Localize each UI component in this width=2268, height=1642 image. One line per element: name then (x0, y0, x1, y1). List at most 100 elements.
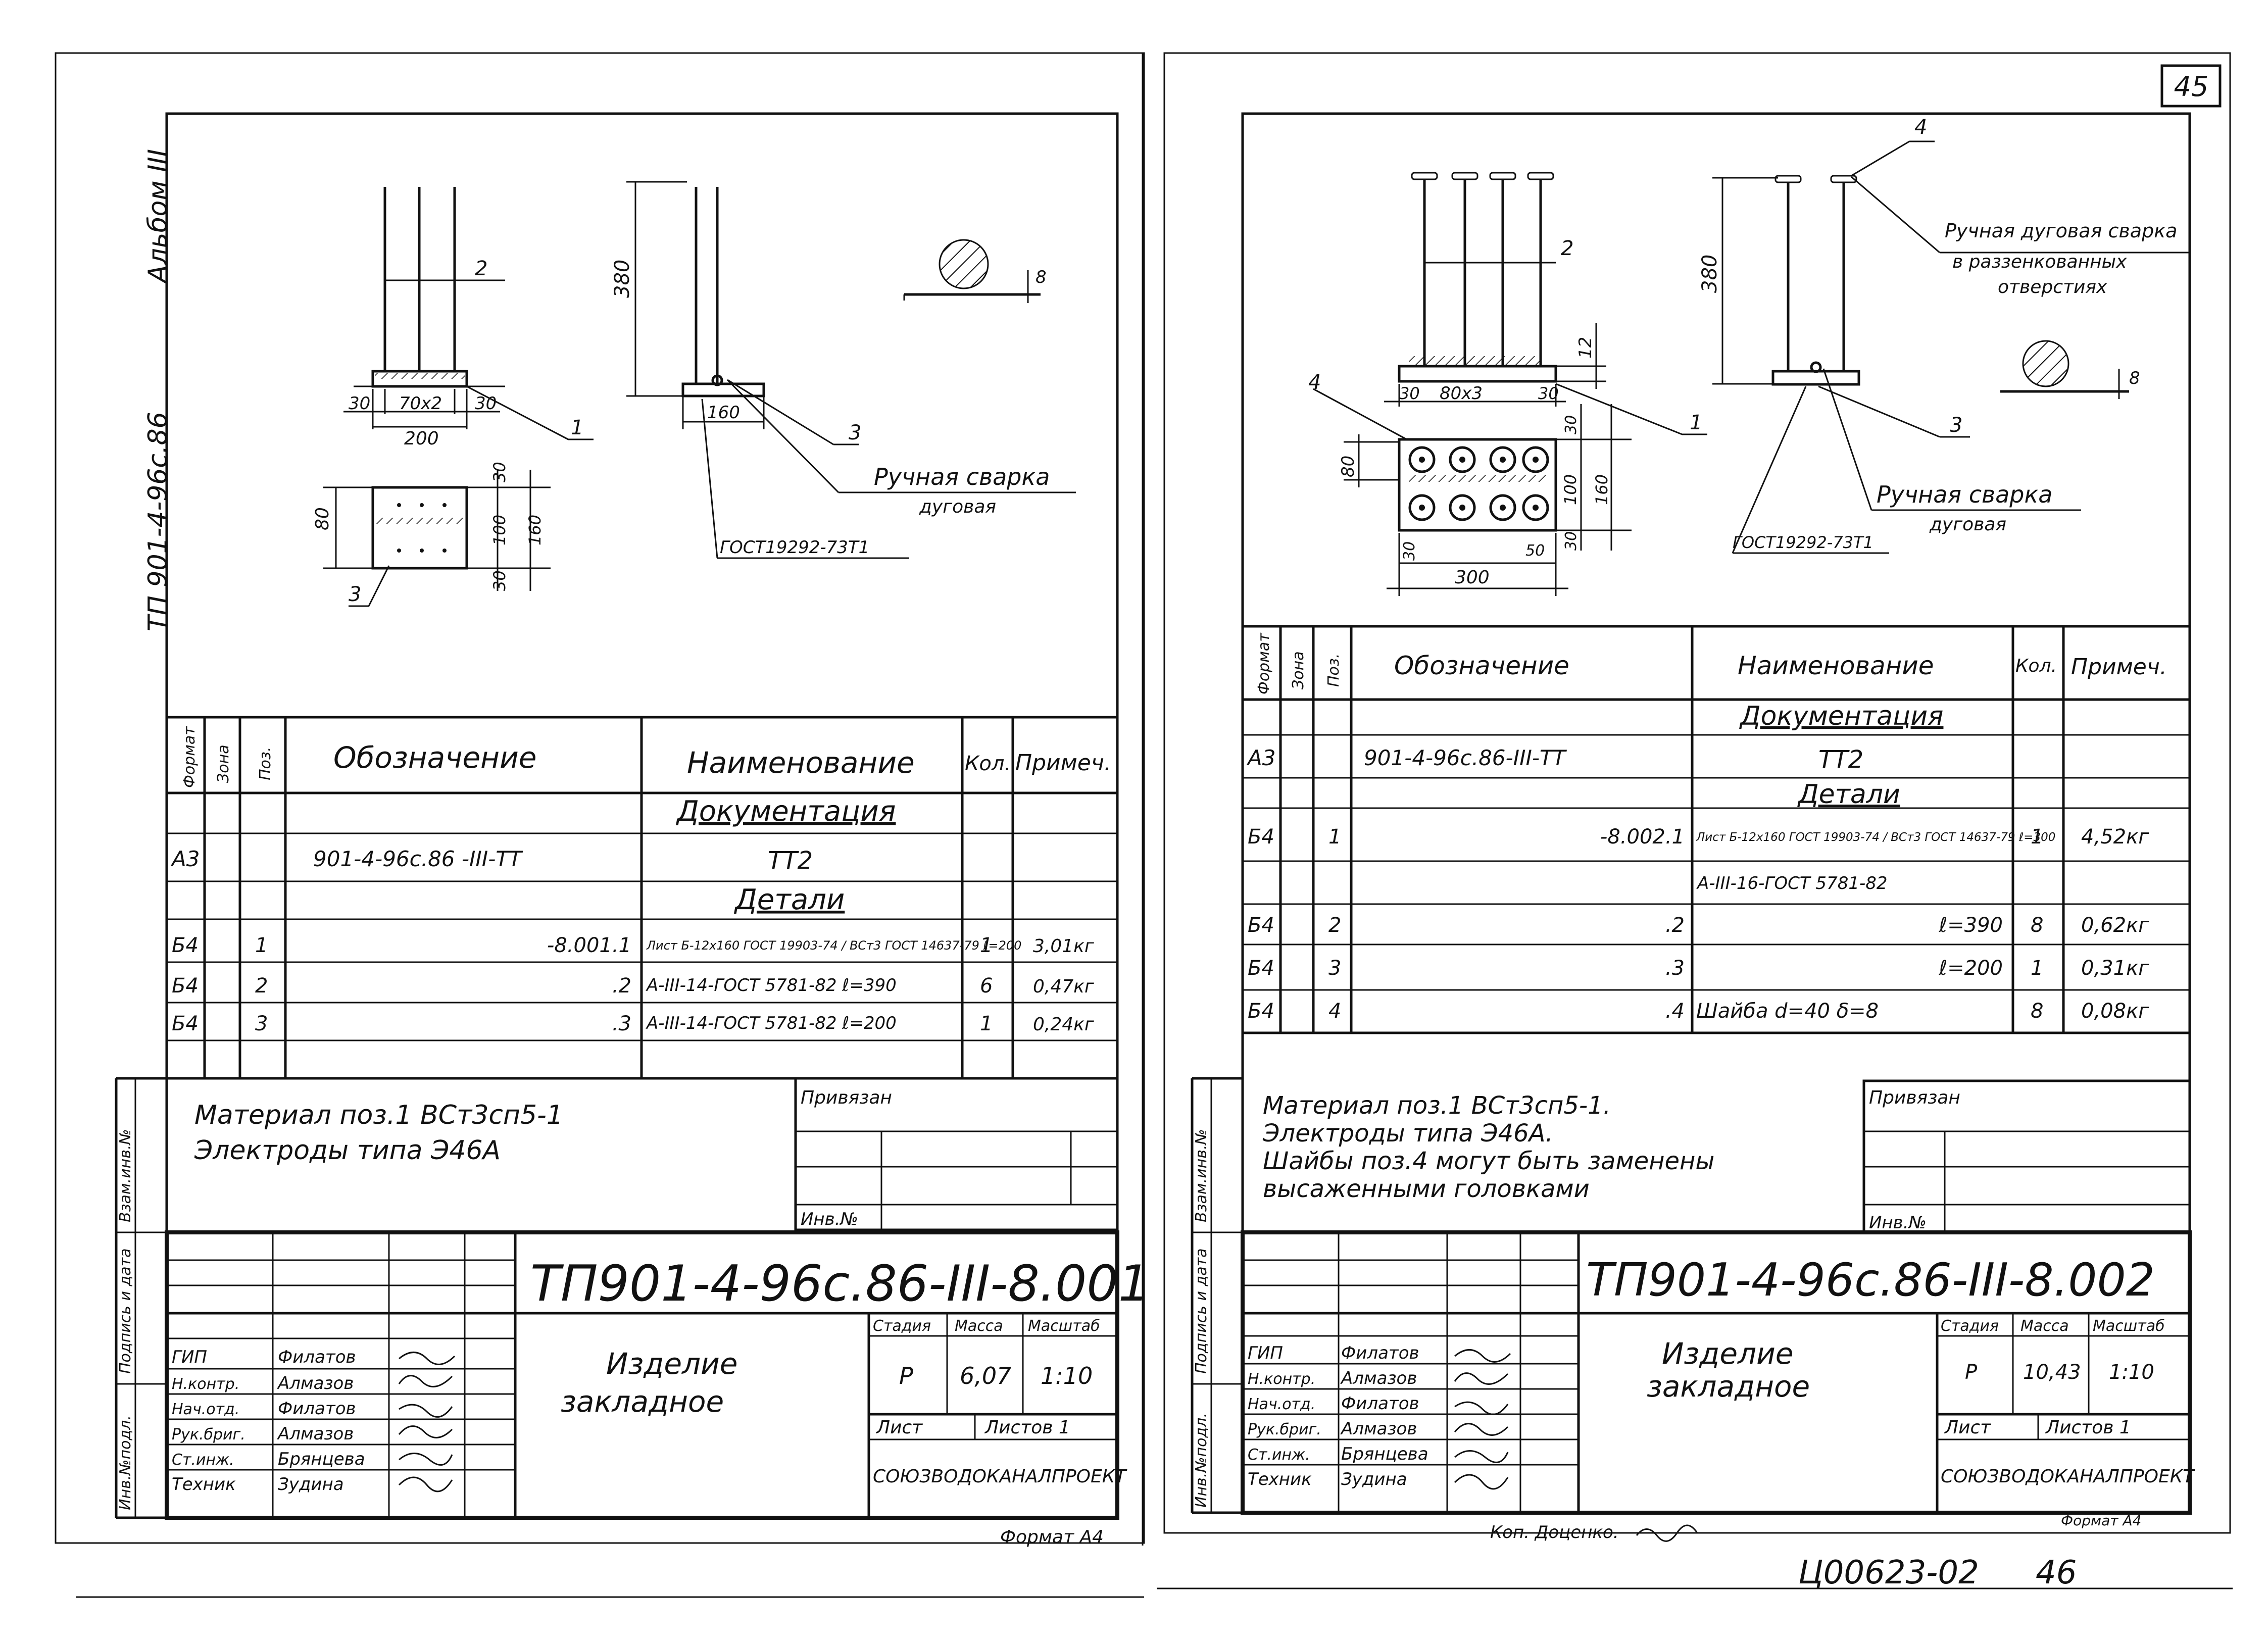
left-th-name: Наименование (687, 745, 915, 780)
right-th-zone: Зона (1290, 651, 1307, 689)
left-sheet: Взам.инв.№ Подпись и дата Инв.№подл. 30 … (115, 112, 1150, 1548)
left-th-note: Примеч. (1015, 750, 1111, 776)
album-label: Альбом III (143, 149, 173, 284)
svg-text:3: 3 (255, 1012, 268, 1035)
left-privyazan: Привязан (801, 1087, 892, 1108)
left-privyazan-box: Привязан Инв.№ (794, 1077, 1119, 1231)
left-pos3b: 3 (349, 583, 361, 606)
svg-text:6: 6 (980, 974, 993, 998)
left-name-2: Филатов (278, 1399, 356, 1419)
left-note-1: Материал поз.1 ВСт3сп5-1 (194, 1100, 563, 1130)
table-row: Б4 4 .4 Шайба d=40 δ=8 8 0,08кг (1248, 1000, 2149, 1023)
table-row: Б4 3 .3 А-III-14-ГОСТ 5781-82 ℓ=200 1 0,… (172, 1012, 1095, 1035)
right-pos4top: 4 (1914, 116, 1927, 139)
right-drawing-code: ТП901-4-96с.86-III-8.002 (1586, 1254, 2155, 1307)
left-side-view: 380 160 3 Ручная сварка дуговая ГОСТ1929… (611, 181, 1076, 559)
right-plan-view: 80 30 100 160 30 30 50 300 (1338, 404, 1632, 596)
table-row: Б4 1 -8.001.1 Лист Б-12х160 ГОСТ 19903-7… (172, 934, 1095, 957)
table-row: Б4 1 -8.002.1 Лист Б-12х160 ГОСТ 19903-7… (1248, 825, 2149, 849)
right-section-parts: Детали (1797, 779, 1900, 810)
side-label-invpodl: Инв.№подл. (1193, 1413, 1210, 1508)
right-dim-30a: 30 (1399, 384, 1420, 403)
svg-text:0,62кг: 0,62кг (2081, 914, 2149, 937)
left-title-line2: закладное (561, 1384, 724, 1419)
right-name-0: Филатов (1341, 1343, 1419, 1363)
left-front-view: 30 70x2 30 200 2 1 (343, 187, 594, 449)
left-role-4: Ст.инж. (172, 1451, 234, 1469)
right-note-4: высаженными головками (1263, 1175, 1590, 1203)
left-section-docs: Документация (675, 795, 896, 828)
left-dim-100: 100 (490, 515, 509, 545)
svg-text:-8.001.1: -8.001.1 (547, 934, 631, 957)
left-dim-80: 80 (312, 507, 333, 530)
svg-text:ℓ=200: ℓ=200 (1939, 957, 2003, 980)
left-sheets-label: Листов 1 (984, 1417, 1070, 1438)
left-spec-table: Формат Зона Поз. Обозначение Наименовани… (165, 716, 1119, 1080)
left-dim-30d: 30 (490, 570, 509, 591)
right-weld-top1: Ручная дуговая сварка (1945, 220, 2177, 242)
sheet-frames (55, 52, 2233, 1598)
right-th-designation: Обозначение (1394, 651, 1569, 680)
side-label-invpodl: Инв.№подл. (117, 1415, 134, 1510)
right-th-qty: Кол. (2015, 656, 2057, 676)
right-copied-by: Коп. Доценко. (1490, 1522, 1619, 1543)
left-dim-160: 160 (707, 403, 740, 423)
signature-marks (1454, 1349, 1511, 1490)
side-label-vzam: Взам.инв.№ (117, 1129, 134, 1222)
left-weld-note: Ручная сварка (874, 463, 1050, 490)
right-weld-detail: 8 (2000, 340, 2140, 399)
left-dim-70x2: 70x2 (399, 393, 442, 414)
right-title-block: ТП901-4-96с.86-III-8.002 Изделие закладн… (1241, 1230, 2195, 1515)
svg-text:-8.002.1: -8.002.1 (1600, 825, 1685, 849)
right-weld-note: Ручная сварка (1877, 481, 2052, 508)
left-th-designation: Обозначение (333, 740, 536, 775)
left-role-3: Рук.бриг. (172, 1426, 245, 1444)
right-name-1: Алмазов (1340, 1368, 1417, 1388)
right-dim-30b: 30 (1538, 384, 1559, 403)
left-gost-label: ГОСТ19292-73Т1 (720, 537, 869, 558)
svg-text:2: 2 (1328, 914, 1341, 937)
svg-text:4: 4 (1328, 1000, 1341, 1023)
right-org: СОЮЗВОДОКАНАЛПРОЕКТ (1941, 1466, 2195, 1487)
side-label-vzam: Взам.инв.№ (1193, 1129, 1210, 1222)
right-weld-8: 8 (2129, 368, 2140, 388)
right-dim-30c: 30 (1562, 415, 1580, 434)
left-th-format: Формат (181, 726, 199, 788)
svg-text:А-III-14-ГОСТ 5781-82 ℓ=200: А-III-14-ГОСТ 5781-82 ℓ=200 (646, 1013, 897, 1033)
left-th-zone: Зона (215, 744, 232, 783)
svg-text:0,24кг: 0,24кг (1033, 1014, 1095, 1035)
left-th-pos: Поз. (257, 747, 274, 780)
left-dim-380: 380 (611, 260, 634, 298)
table-row: А-III-16-ГОСТ 5781-82 (1696, 873, 1888, 893)
right-pos3: 3 (1950, 414, 1962, 437)
left-stage: Р (899, 1362, 913, 1389)
signature-marks (398, 1352, 456, 1492)
right-gost-label: ГОСТ19292-73Т1 (1733, 533, 1873, 552)
svg-text:1: 1 (2031, 825, 2043, 849)
right-scale: 1:10 (2109, 1361, 2154, 1384)
right-name-3: Алмазов (1340, 1419, 1417, 1439)
right-doc-format: А3 (1246, 745, 1275, 770)
right-th-pos: Поз. (1325, 654, 1343, 687)
left-role-0: ГИП (172, 1347, 207, 1367)
table-row: Б4 3 .3 ℓ=200 1 0,31кг (1248, 957, 2149, 980)
svg-text:1: 1 (980, 1012, 993, 1035)
right-section-docs: Документация (1739, 701, 1943, 731)
left-drawing-code: ТП901-4-96с.86-III-8.001 (530, 1255, 1150, 1313)
svg-text:Б4: Б4 (1248, 914, 1274, 937)
right-dim-300: 300 (1455, 567, 1490, 588)
page-number-box: 45 (2160, 64, 2222, 108)
right-dim-12: 12 (1575, 337, 1596, 359)
svg-text:0,47кг: 0,47кг (1033, 976, 1095, 997)
svg-text:Б4: Б4 (172, 934, 199, 957)
right-title-line2: закладное (1647, 1369, 1810, 1404)
svg-text:ℓ=390: ℓ=390 (1939, 914, 2003, 937)
right-role-4: Ст.инж. (1248, 1446, 1310, 1464)
right-dim-380: 380 (1698, 255, 1721, 293)
table-row: Б4 2 .2 ℓ=390 8 0,62кг (1248, 914, 2149, 937)
series-label: ТП 901-4-96с.86 (143, 412, 173, 631)
left-name-1: Алмазов (277, 1373, 354, 1394)
right-dim-50: 50 (1525, 542, 1545, 560)
svg-text:А-III-16-ГОСТ 5781-82: А-III-16-ГОСТ 5781-82 (1696, 873, 1888, 893)
svg-text:Б4: Б4 (172, 1012, 199, 1035)
